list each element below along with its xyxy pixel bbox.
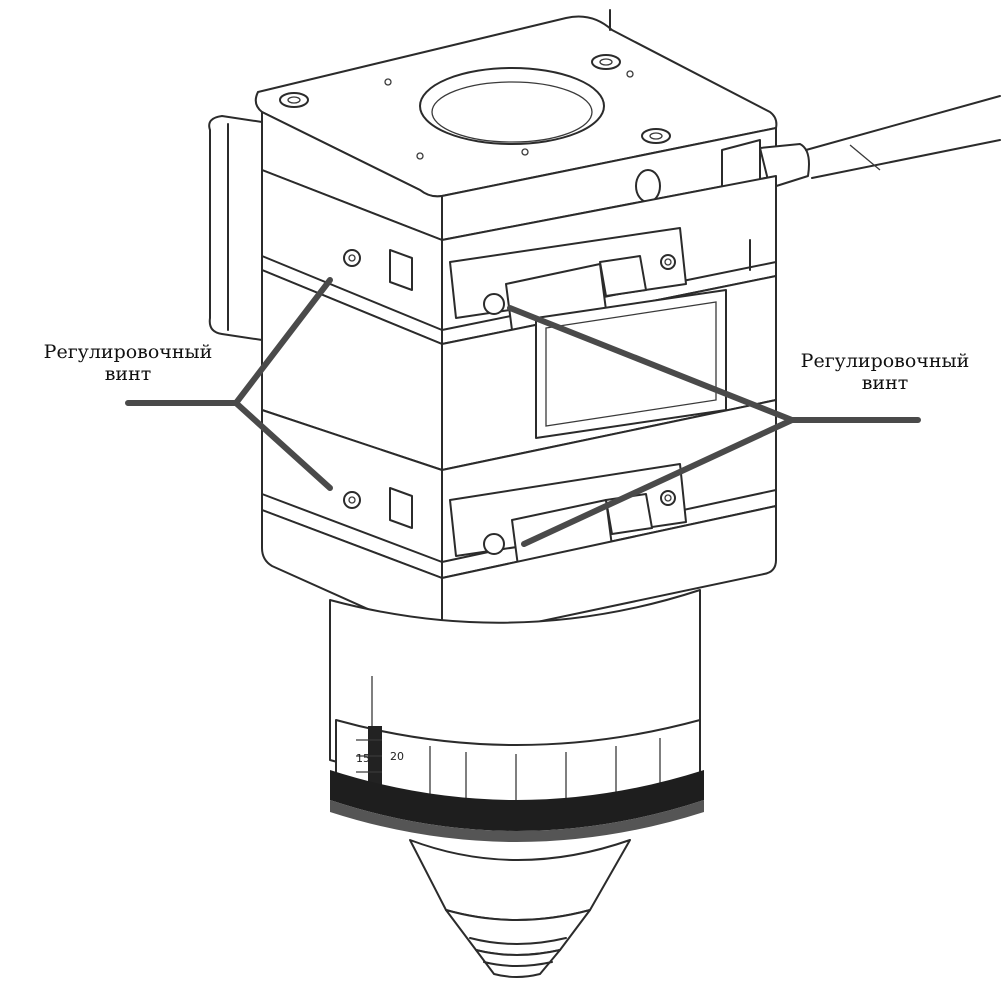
scale-number-right-1: 20 [390, 750, 404, 763]
label-right-line2: винт [861, 372, 909, 394]
label-left-line2: винт [104, 363, 152, 385]
label-right-line1: Регулировочный [800, 350, 970, 372]
label-adjusting-screw-right: Регулировочный винт [785, 350, 985, 394]
label-left-line1: Регулировочный [43, 341, 213, 363]
leader-right [507, 305, 921, 547]
focus-barrel: 15 5 20 10 [329, 589, 704, 978]
leader-left [125, 277, 333, 491]
side-motor-housing [208, 115, 263, 341]
main-body [261, 239, 777, 471]
top-mount-block [254, 9, 778, 241]
scale-number-left-1: 15 [356, 752, 370, 765]
callout-leaders [125, 277, 921, 547]
label-adjusting-screw-left: Регулировочный винт [28, 341, 228, 385]
